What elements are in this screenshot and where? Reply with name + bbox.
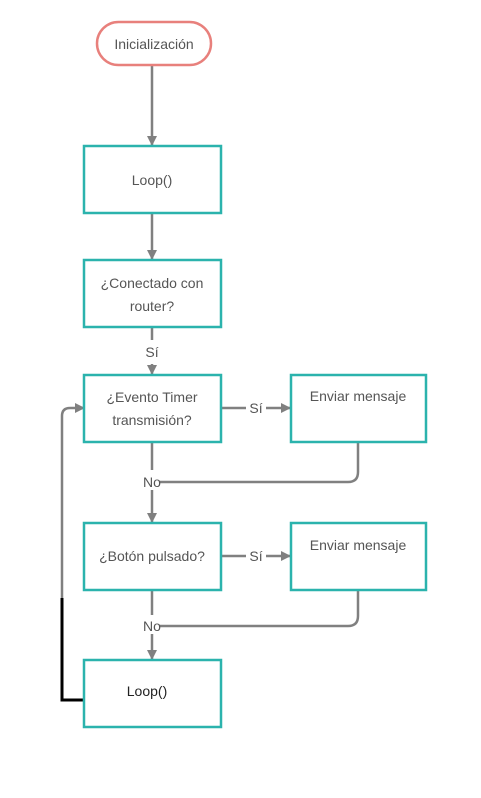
send-message-box-1 [289,373,428,444]
edge-label-button-no: No [143,618,161,634]
line-send1-merge [160,442,360,484]
line-feedback-black [60,598,85,702]
timer-decision-label-line2: transmisión? [112,412,192,428]
send-message-label-1: Enviar mensaje [310,388,407,404]
edge-label-connected-yes: Sí [145,344,158,360]
send-message-label-2: Enviar mensaje [310,537,407,553]
edge-label-timer-no: No [143,474,161,490]
connected-decision-box [82,258,223,329]
edge-label-button-yes: Sí [249,548,262,564]
button-decision-label: ¿Botón pulsado? [99,548,205,564]
start-node [95,20,213,67]
edge-label-timer-yes: Sí [249,400,262,416]
send-message-box-2 [289,521,428,592]
line-send2-merge [160,590,360,628]
loop-top-box [82,144,223,215]
loop-bottom-label: Loop() [127,683,167,699]
connected-decision-label-line1: ¿Conectado con [101,275,204,291]
button-decision-box [82,521,223,592]
start-node-label: Inicialización [114,36,193,52]
loop-bottom-box [82,658,223,729]
line-feedback-grey [60,403,85,598]
connectors [60,65,360,660]
connected-decision-label-line2: router? [130,298,175,314]
loop-top-label: Loop() [132,172,172,188]
timer-decision-label-line1: ¿Evento Timer [106,389,197,405]
timer-decision-box [82,373,223,444]
